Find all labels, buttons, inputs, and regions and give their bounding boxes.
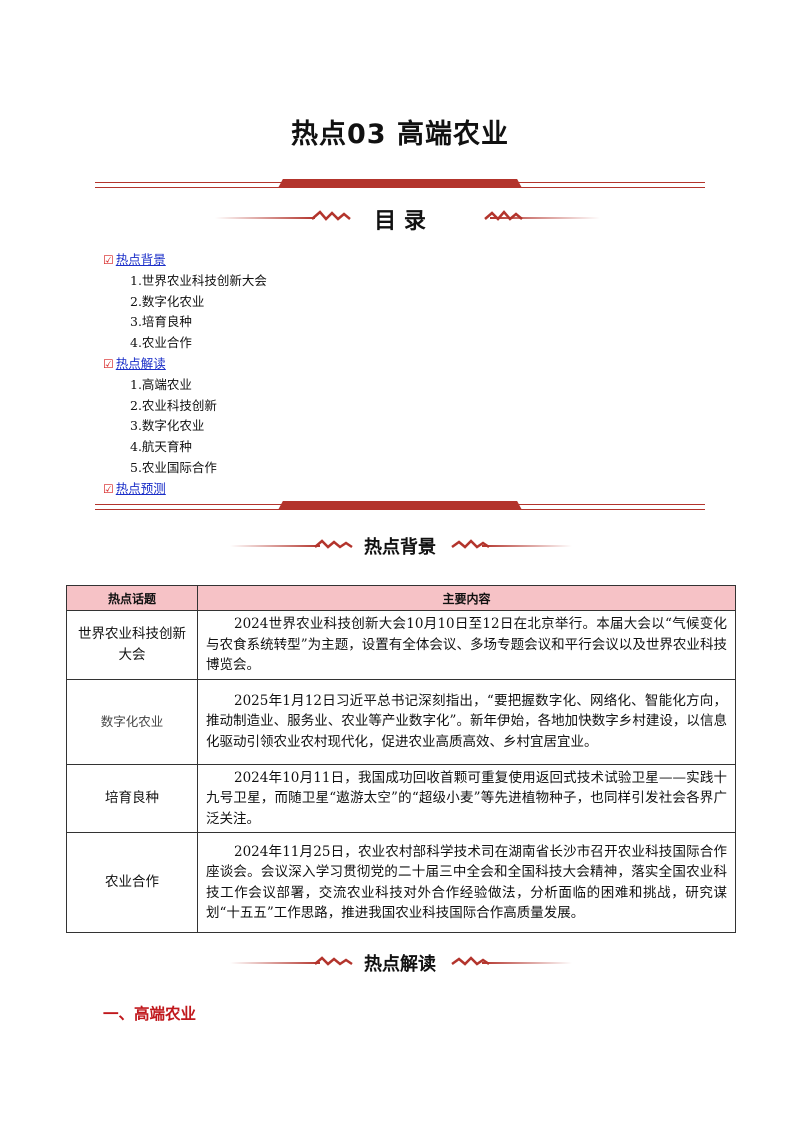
- toc-ornament-icon: [215, 210, 600, 221]
- checkbox-icon: ☑: [103, 356, 114, 371]
- checkbox-icon: ☑: [103, 481, 114, 496]
- interpretation-section-header: 热点解读: [0, 948, 800, 978]
- toc-heading: 目 录: [374, 209, 426, 234]
- content-cell: 2024世界农业科技创新大会10月10日至12日在北京举行。本届大会以“气候变化…: [197, 610, 736, 680]
- topic-cell: 数字化农业: [66, 678, 198, 765]
- section-title-background: 热点背景: [364, 537, 436, 558]
- topic-cell: 世界农业科技创新大会: [66, 610, 198, 680]
- table-row: 农业合作 2024年11月25日，农业农村部科学技术司在湖南省长沙市召开农业科技…: [66, 832, 736, 933]
- heading-high-end-agriculture: 一、高端农业: [103, 1005, 197, 1023]
- toc-item[interactable]: 1.高端农业: [130, 376, 192, 392]
- toc-link-label[interactable]: 热点预测: [115, 480, 166, 496]
- toc-link-section[interactable]: ☑热点预测: [103, 479, 267, 500]
- section-title-interpretation: 热点解读: [364, 954, 436, 975]
- topic-cell: 农业合作: [66, 832, 198, 933]
- toc-item[interactable]: 3.培育良种: [130, 314, 192, 330]
- table-header-row: 热点话题 主要内容: [66, 585, 736, 611]
- toc-item[interactable]: 2.农业科技创新: [130, 397, 217, 413]
- toc-item[interactable]: 4.农业合作: [130, 335, 192, 351]
- checkbox-icon: ☑: [103, 253, 114, 267]
- toc-header: 目 录: [0, 203, 800, 234]
- toc-item[interactable]: 1.世界农业科技创新大会: [130, 272, 267, 288]
- toc-link-label[interactable]: 热点解读: [115, 355, 166, 371]
- content-cell: 2025年1月12日习近平总书记深刻指出，“要把握数字化、网络化、智能化方向，推…: [197, 678, 736, 765]
- toc-item[interactable]: 5.农业国际合作: [130, 459, 217, 475]
- topic-cell: 培育良种: [66, 763, 198, 833]
- title-divider: [95, 179, 705, 191]
- background-section-header: 热点背景: [0, 531, 800, 561]
- column-header-content: 主要内容: [197, 585, 736, 611]
- toc-divider: [95, 501, 705, 513]
- toc-item[interactable]: 3.数字化农业: [130, 418, 205, 434]
- toc-link-section[interactable]: ☑热点解读: [103, 354, 267, 375]
- content-cell: 2024年11月25日，农业农村部科学技术司在湖南省长沙市召开农业科技国际合作座…: [197, 832, 736, 933]
- background-table: 热点话题 主要内容 世界农业科技创新大会 2024世界农业科技创新大会10月10…: [66, 585, 736, 933]
- toc-link-label[interactable]: 热点背景: [115, 252, 166, 267]
- column-header-topic: 热点话题: [66, 585, 198, 611]
- toc-link-section[interactable]: ☑热点背景: [103, 250, 267, 271]
- section-ornament-icon: [230, 539, 572, 549]
- table-row: 数字化农业 2025年1月12日习近平总书记深刻指出，“要把握数字化、网络化、智…: [66, 678, 736, 765]
- table-row: 世界农业科技创新大会 2024世界农业科技创新大会10月10日至12日在北京举行…: [66, 610, 736, 680]
- toc-item[interactable]: 2.数字化农业: [130, 293, 205, 309]
- toc-item[interactable]: 4.航天育种: [130, 439, 192, 455]
- page-title: 热点03 高端农业: [291, 119, 509, 150]
- content-cell: 2024年10月11日，我国成功回收首颗可重复使用返回式技术试验卫星——实践十九…: [197, 763, 736, 833]
- section-ornament-icon: [230, 956, 572, 966]
- table-row: 培育良种 2024年10月11日，我国成功回收首颗可重复使用返回式技术试验卫星—…: [66, 763, 736, 833]
